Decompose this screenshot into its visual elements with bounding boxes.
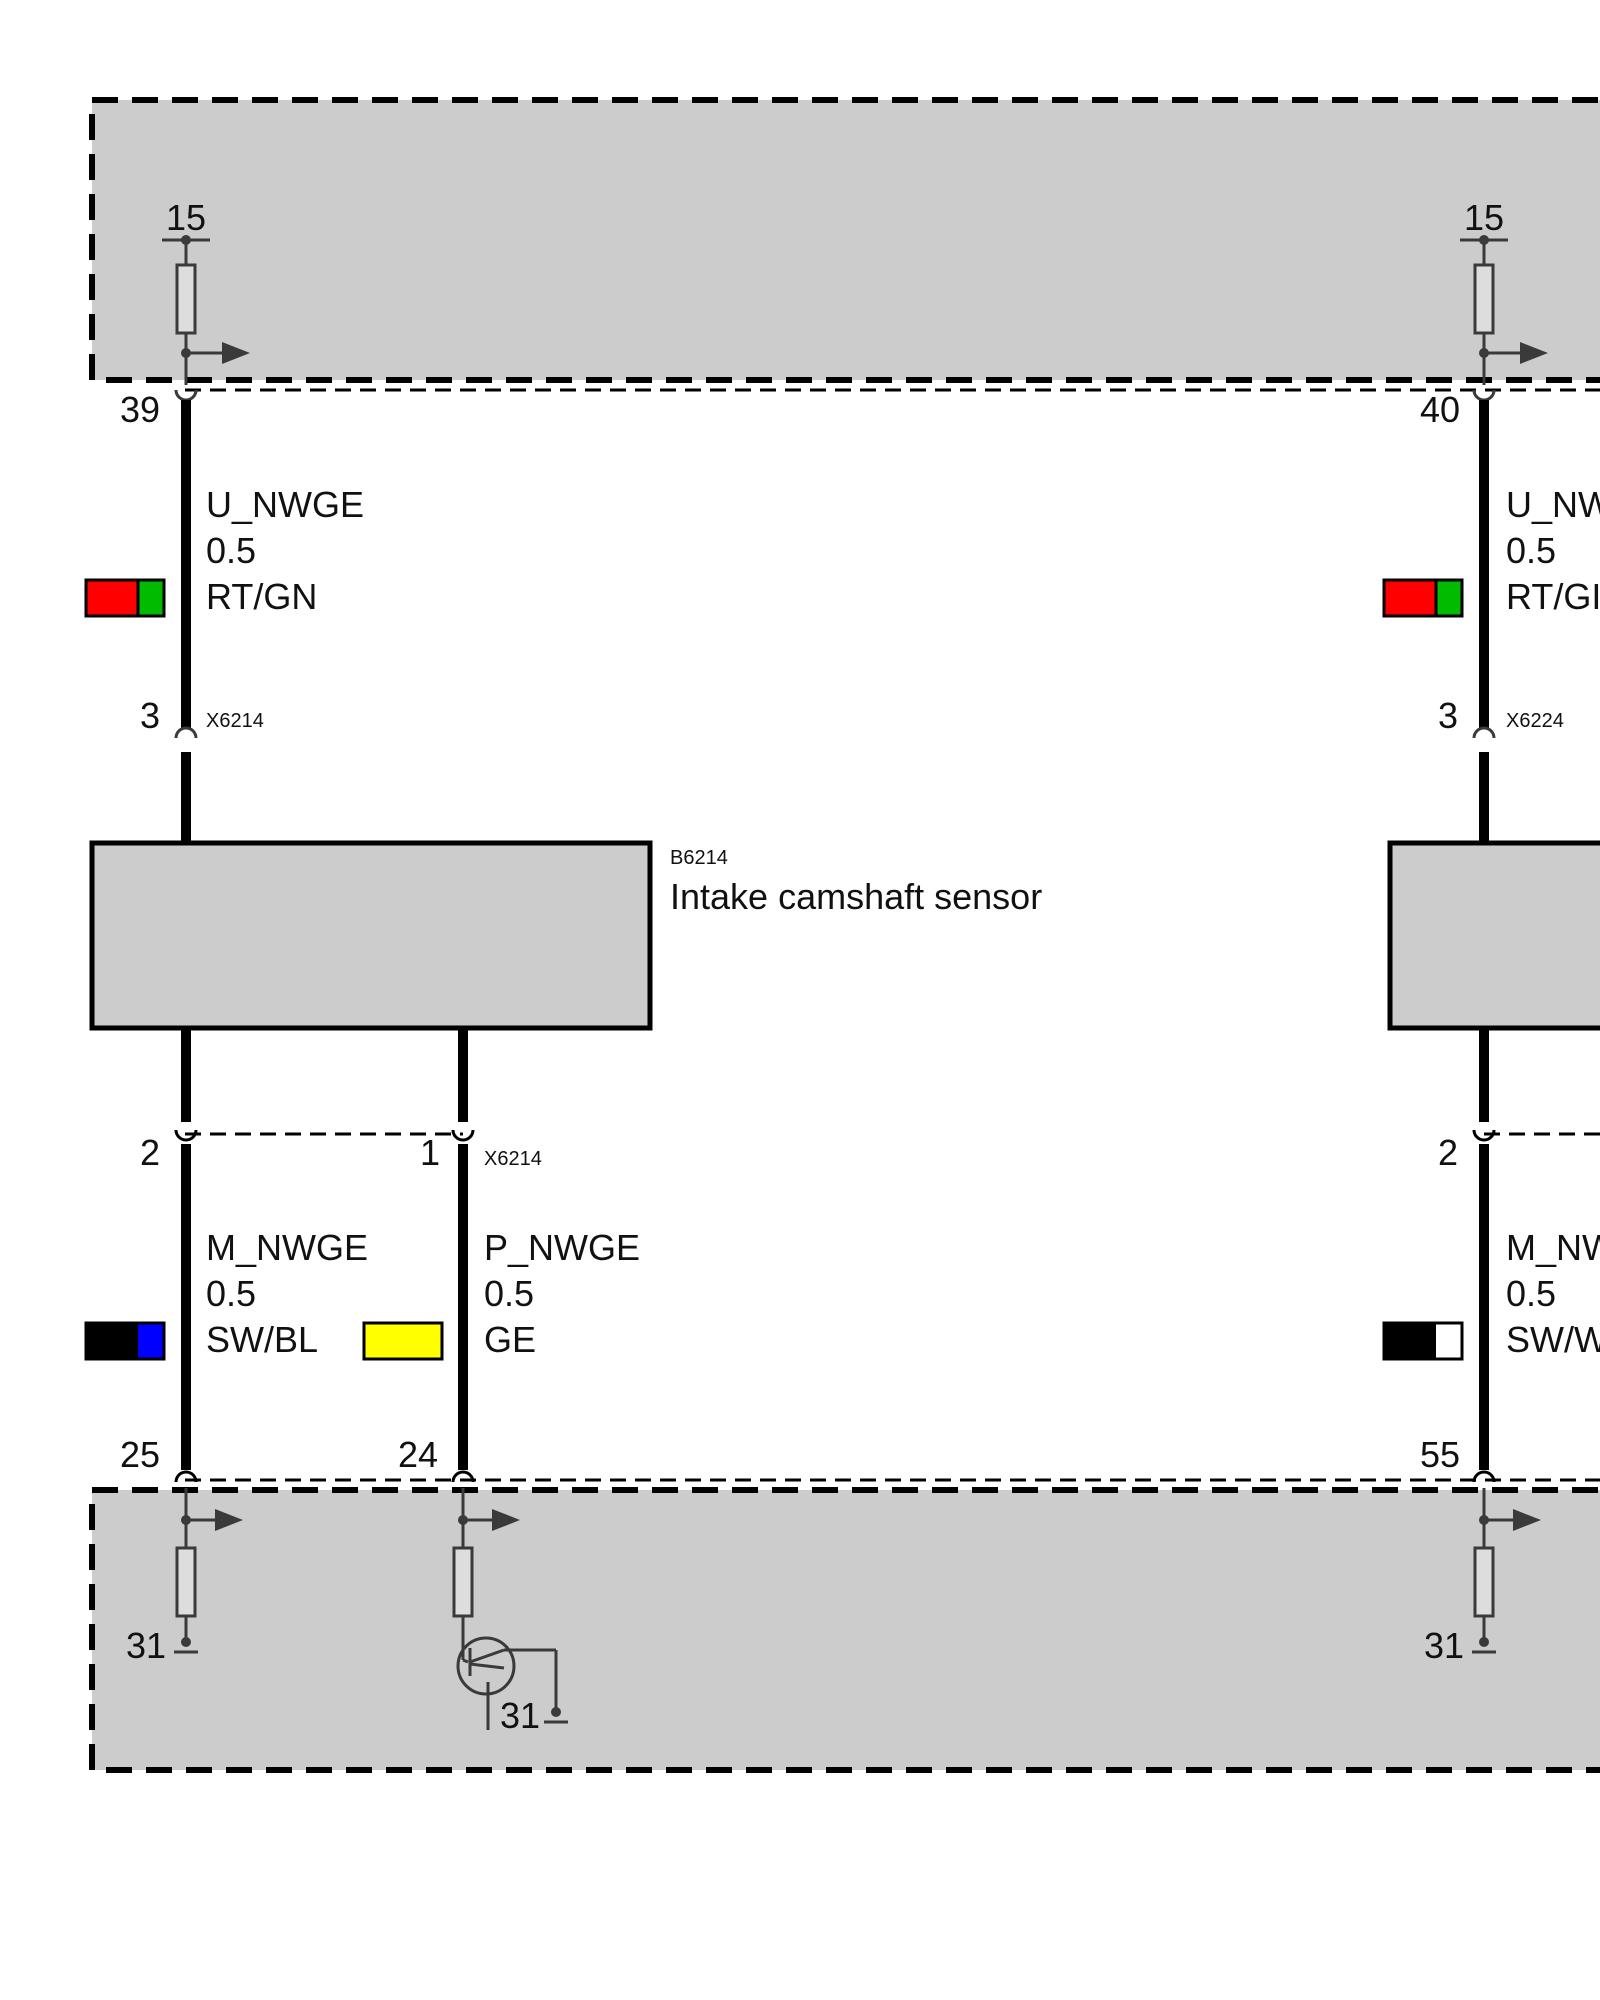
pullup-circuit-left <box>162 235 250 385</box>
ground-label-b: 31 <box>500 1695 540 1736</box>
pullup-circuit-right <box>1460 235 1548 385</box>
wire-size-right-m: 0.5 <box>1506 1273 1556 1314</box>
sensor-box-right <box>1387 840 1600 1031</box>
wire-signal-left-top: U_NWGE <box>206 484 364 525</box>
connector-pin2-right: 2 <box>1438 1132 1458 1173</box>
pulldown-circuit-left <box>174 1488 243 1654</box>
wire-size-left-p: 0.5 <box>484 1273 534 1314</box>
supply-label-right: 15 <box>1464 197 1504 238</box>
wire-size-left-m: 0.5 <box>206 1273 256 1314</box>
transistor-icon <box>456 1636 516 1696</box>
pin-25-label: 25 <box>120 1434 160 1475</box>
wire-signal-right-top: U_NW <box>1506 484 1600 525</box>
sensor-code-left: B6214 <box>670 847 728 869</box>
pin-40-label: 40 <box>1420 389 1460 430</box>
control-unit-top <box>89 97 1600 383</box>
color-swatch-left-p <box>362 1321 444 1361</box>
connector-name-right-top: X6224 <box>1506 710 1564 732</box>
wire-signal-left-p: P_NWGE <box>484 1227 640 1268</box>
wire-color-right-top: RT/GI <box>1506 576 1600 617</box>
wire-color-left-top: RT/GN <box>206 576 317 617</box>
ground-label-c: 31 <box>1424 1625 1464 1666</box>
wire-color-left-p: GE <box>484 1319 536 1360</box>
pulldown-circuit-right <box>1472 1488 1541 1654</box>
control-unit-bottom <box>89 1487 1600 1773</box>
pin-55-label: 55 <box>1420 1434 1460 1475</box>
wire-color-right-m: SW/W <box>1506 1319 1600 1360</box>
color-swatch-right-top <box>1382 578 1464 618</box>
wire-color-left-m: SW/BL <box>206 1319 318 1360</box>
color-swatch-left-m <box>84 1321 166 1361</box>
connector-pin1-left: 1 <box>420 1132 440 1173</box>
pin-24-label: 24 <box>398 1434 438 1475</box>
transistor-circuit <box>452 1488 568 1730</box>
wire-size-left-top: 0.5 <box>206 530 256 571</box>
color-swatch-left-top <box>84 578 166 618</box>
connector-pin2-left: 2 <box>140 1132 160 1173</box>
supply-label-left: 15 <box>166 197 206 238</box>
wire-signal-left-m: M_NWGE <box>206 1227 368 1268</box>
connector-name-left-bottom: X6214 <box>484 1148 542 1170</box>
connector-pin-left-top: 3 <box>140 695 160 736</box>
ground-label-a: 31 <box>126 1625 166 1666</box>
wire-size-right-top: 0.5 <box>1506 530 1556 571</box>
connector-pin-right-top: 3 <box>1438 695 1458 736</box>
sensor-box-left <box>89 840 653 1031</box>
sensor-name-left: Intake camshaft sensor <box>670 876 1042 917</box>
wire-signal-right-m: M_NW <box>1506 1227 1600 1268</box>
color-swatch-right-m <box>1382 1321 1464 1361</box>
connector-name-left-top: X6214 <box>206 710 264 732</box>
pin-39-label: 39 <box>120 389 160 430</box>
